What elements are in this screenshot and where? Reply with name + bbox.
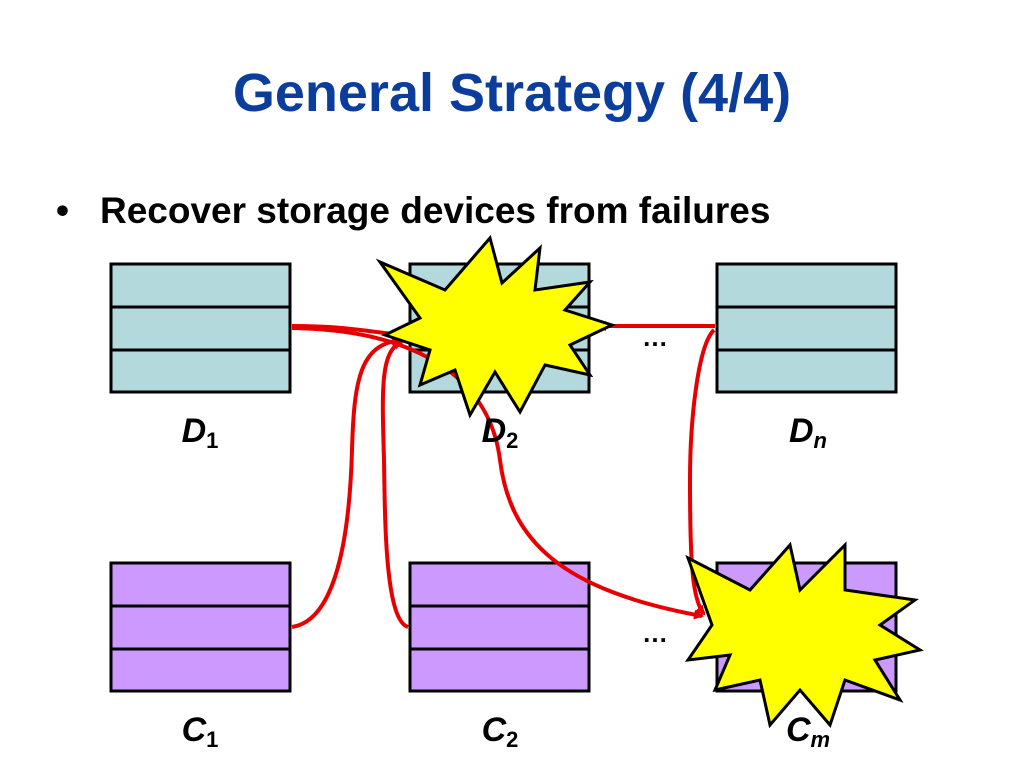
label-cm: Cm	[786, 711, 830, 752]
recovery-arrows	[291, 321, 716, 629]
label-dn: Dn	[789, 412, 827, 453]
device-c1	[109, 561, 292, 693]
explosion-icon	[375, 234, 617, 419]
ellipsis-bottom: …	[642, 618, 668, 648]
device-d1	[109, 262, 292, 394]
label-d1: D1	[182, 412, 219, 453]
bullet-marker: •	[56, 190, 69, 231]
explosion-icon	[684, 541, 924, 729]
bullet-item: • Recover storage devices from failures	[56, 190, 770, 232]
arrow-d1-to-cm	[291, 326, 704, 620]
label-c2: C2	[482, 711, 519, 752]
device-c2	[408, 561, 591, 693]
bullet-text: Recover storage devices from failures	[100, 190, 771, 231]
arrow-c1-to-d2	[291, 336, 402, 629]
arrow-c2-to-d2	[380, 340, 409, 629]
slide-title: General Strategy (4/4)	[232, 63, 792, 123]
label-c1: C1	[182, 711, 219, 752]
label-d2: D2	[482, 412, 519, 453]
arrow-dn-to-cm	[687, 328, 716, 616]
device-dn	[715, 262, 898, 394]
